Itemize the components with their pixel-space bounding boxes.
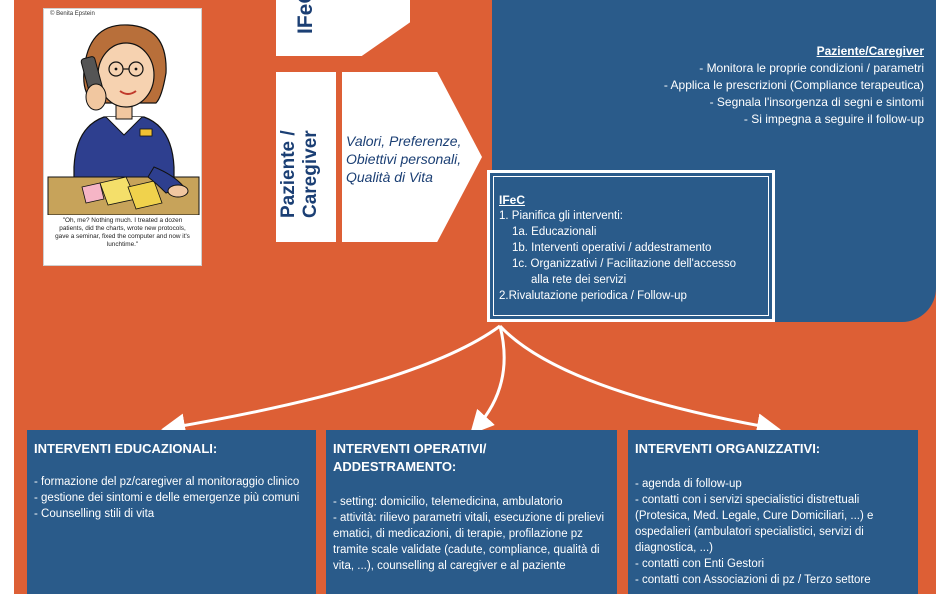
box-item: - contatti con Enti Gestori bbox=[635, 558, 765, 570]
educazionali-body: - formazione del pz/caregiver al monitor… bbox=[34, 474, 310, 522]
ifec-box-line: alla rete dei servizi bbox=[531, 274, 627, 286]
cartoon-caption: "Oh, me? Nothing much. I treated a dozen… bbox=[55, 217, 190, 248]
organizzativi-title: INTERVENTI ORGANIZZATIVI: bbox=[635, 441, 821, 456]
paziente-tab-box bbox=[276, 72, 336, 242]
box-item: - gestione dei sintomi e delle emergenze… bbox=[34, 492, 300, 504]
nurse-on-phone-drawing bbox=[47, 24, 200, 215]
ifec-box: IFeC 1. Pianifica gli interventi: 1a. Ed… bbox=[487, 170, 775, 322]
ifec-box-title: IFeC bbox=[499, 193, 526, 207]
ifec-box-line: 1c. Organizzativi / Facilitazione dell'a… bbox=[512, 258, 736, 270]
ifec-box-line: 2.Rivalutazione periodica / Follow-up bbox=[499, 290, 687, 302]
box-item: - contatti con i servizi specialistici d… bbox=[635, 494, 874, 554]
organizzativi-box: INTERVENTI ORGANIZZATIVI: - agenda di fo… bbox=[628, 430, 918, 594]
ifec-box-line: 1. Pianifica gli interventi: bbox=[499, 210, 624, 222]
arrow-to-educazionali bbox=[161, 324, 501, 438]
ifec-box-inner-border bbox=[493, 176, 769, 316]
arrow-to-operativi bbox=[469, 325, 506, 435]
patient-panel-item: - Applica le prescrizioni (Compliance te… bbox=[663, 78, 924, 92]
patient-panel-item: - Segnala l'insorgenza di segni e sintom… bbox=[709, 95, 924, 109]
patient-panel-item: - Monitora le proprie condizioni / param… bbox=[699, 61, 924, 75]
box-item: - agenda di follow-up bbox=[635, 478, 742, 490]
educazionali-title: INTERVENTI EDUCAZIONALI: bbox=[34, 441, 218, 456]
box-item: - attività: rilievo parametri vitali, es… bbox=[333, 512, 604, 572]
patient-panel-title: Paziente/Caregiver bbox=[816, 44, 924, 58]
left-white-margin bbox=[0, 0, 14, 594]
operativi-box: INTERVENTI OPERATIVI/ ADDESTRAMENTO: - s… bbox=[326, 430, 617, 594]
operativi-body: - setting: domicilio, telemedicina, ambu… bbox=[333, 494, 611, 574]
patient-panel-item: - Si impegna a seguire il follow-up bbox=[743, 112, 924, 126]
valori-text: Valori, Preferenze, Obiettivi personali,… bbox=[346, 133, 462, 185]
ifec-box-line: 1b. Interventi operativi / addestramento bbox=[512, 242, 712, 254]
box-item: - formazione del pz/caregiver al monitor… bbox=[34, 476, 300, 488]
organizzativi-body: - agenda di follow-up - contatti con i s… bbox=[635, 476, 912, 588]
educazionali-box: INTERVENTI EDUCAZIONALI: - formazione de… bbox=[27, 430, 316, 594]
operativi-title: INTERVENTI OPERATIVI/ ADDESTRAMENTO: bbox=[333, 441, 487, 474]
ifec-box-line: 1a. Educazionali bbox=[512, 226, 597, 238]
box-item: - Counselling stili di vita bbox=[34, 508, 155, 520]
box-item: - setting: domicilio, telemedicina, ambu… bbox=[333, 496, 563, 508]
cartoon-credit: © Benita Epstein bbox=[50, 11, 95, 17]
arrow-to-organizzativi bbox=[498, 324, 781, 438]
cartoon-illustration: © Benita Epstein bbox=[43, 8, 202, 266]
box-item: - contatti con Associazioni di pz / Terz… bbox=[635, 574, 871, 586]
